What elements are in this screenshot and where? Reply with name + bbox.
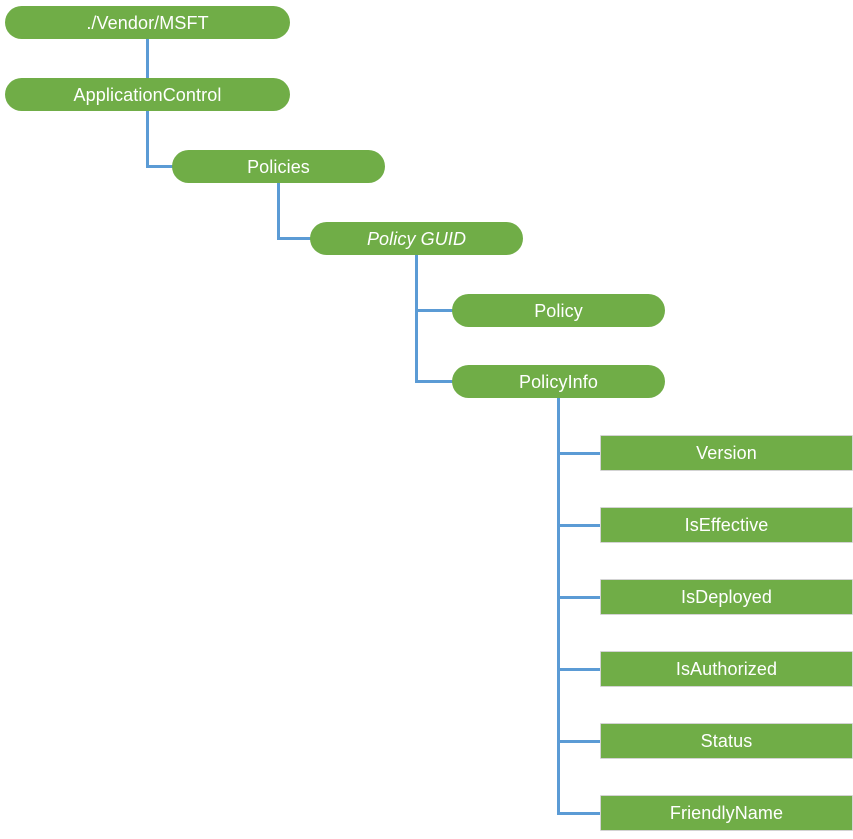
- connector-policies-trunk: [277, 183, 280, 240]
- node-label: IsDeployed: [680, 587, 773, 607]
- node-label: Policies: [247, 156, 310, 177]
- node-label: Status: [700, 731, 753, 751]
- connector-policyinfo-to-iseffective: [557, 524, 603, 527]
- node-label: Policy: [534, 300, 583, 321]
- node-is-authorized[interactable]: IsAuthorized: [600, 651, 853, 687]
- node-label: Policy GUID: [366, 228, 467, 249]
- connector-policyinfo-to-version: [557, 452, 603, 455]
- node-status[interactable]: Status: [600, 723, 853, 759]
- node-is-effective[interactable]: IsEffective: [600, 507, 853, 543]
- node-policies[interactable]: Policies: [172, 150, 385, 183]
- connector-policyinfo-to-status: [557, 740, 603, 743]
- node-friendly-name[interactable]: FriendlyName: [600, 795, 853, 831]
- connector-policyinfo-to-isdeployed: [557, 596, 603, 599]
- node-vendor-msft[interactable]: ./Vendor/MSFT: [5, 6, 290, 39]
- connector-applicationcontrol-to-policies: [146, 165, 178, 168]
- connector-policyguid-trunk: [415, 255, 418, 383]
- node-label: ./Vendor/MSFT: [86, 12, 209, 33]
- connector-policyguid-to-policy: [415, 309, 458, 312]
- node-label: IsAuthorized: [675, 659, 778, 679]
- node-label: PolicyInfo: [518, 371, 599, 392]
- connector-policies-to-policyguid: [277, 237, 316, 240]
- connector-vendor-to-applicationcontrol: [146, 39, 149, 78]
- node-policy-guid[interactable]: Policy GUID: [310, 222, 523, 255]
- connector-policyinfo-to-isauthorized: [557, 668, 603, 671]
- node-application-control[interactable]: ApplicationControl: [5, 78, 290, 111]
- node-label: ApplicationControl: [73, 84, 222, 105]
- node-version[interactable]: Version: [600, 435, 853, 471]
- node-label: IsEffective: [684, 515, 769, 535]
- node-policy-info[interactable]: PolicyInfo: [452, 365, 665, 398]
- connector-applicationcontrol-trunk: [146, 111, 149, 168]
- connector-policyinfo-to-friendlyname: [557, 812, 603, 815]
- connector-policyguid-to-policyinfo: [415, 380, 458, 383]
- node-is-deployed[interactable]: IsDeployed: [600, 579, 853, 615]
- connector-policyinfo-trunk: [557, 398, 560, 815]
- node-policy[interactable]: Policy: [452, 294, 665, 327]
- node-label: Version: [696, 443, 757, 463]
- node-label: FriendlyName: [669, 803, 784, 823]
